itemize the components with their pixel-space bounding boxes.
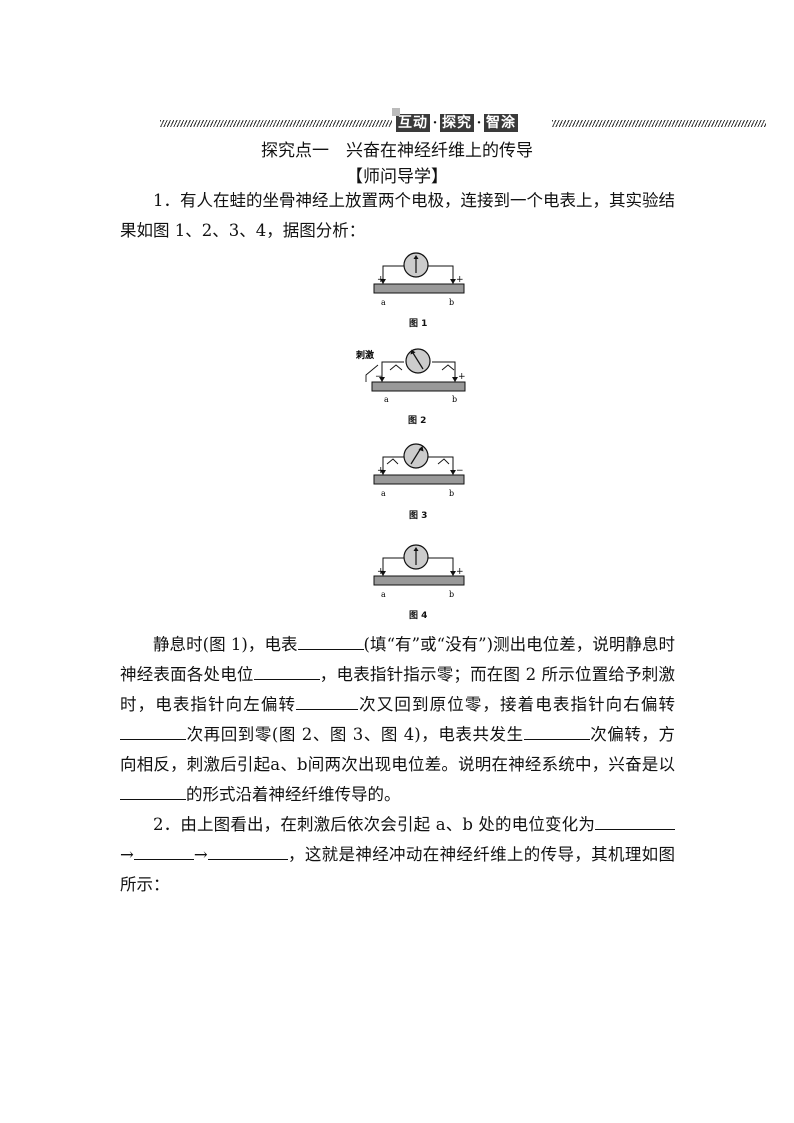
left-electrode-arrow	[380, 571, 386, 576]
needle-arrow	[410, 349, 416, 355]
banner-hatch-left	[160, 120, 392, 127]
figure-3-caption: 图 3	[409, 511, 428, 521]
right-wire	[428, 557, 454, 576]
question-1-number: 1	[153, 191, 164, 210]
left-sign: +	[377, 275, 385, 285]
label-b: b	[449, 590, 454, 599]
blank-4[interactable]	[120, 721, 186, 740]
label-b: b	[452, 395, 457, 404]
label-a: a	[381, 298, 386, 307]
left-sign: +	[377, 567, 385, 577]
banner-dot-2: ·	[476, 115, 482, 131]
left-sign: +	[377, 466, 385, 476]
banner-tag-1: 互动	[396, 114, 430, 132]
q2-s2: ，这就是神经冲动在神经纤维上的传导，其机理如图所示：	[120, 845, 675, 894]
blank-9[interactable]	[207, 841, 288, 860]
figure-2: 刺激 − + a b 图 2	[350, 343, 470, 426]
figure-4-diagram: + + a b	[373, 544, 465, 599]
needle-arrow	[413, 547, 419, 551]
figure-1-diagram: + + a b	[373, 252, 465, 307]
left-wire	[382, 557, 405, 576]
arrow-2: →	[193, 845, 208, 864]
needle-arrow	[418, 446, 424, 452]
blank-8[interactable]	[133, 841, 194, 860]
label-a: a	[384, 395, 389, 404]
right-sign: +	[458, 372, 466, 382]
figure-3-diagram: + − a b	[373, 443, 465, 498]
analysis-paragraph: 静息时(图 1)，电表(填“有”或“没有”)测出电位差，说明静息时神经表面各处电…	[120, 630, 675, 810]
right-electrode-arrow	[450, 571, 456, 576]
sub-title: 【师问导学】	[346, 167, 448, 187]
arrow-1: →	[120, 845, 134, 864]
left-electrode-arrow	[379, 377, 385, 382]
right-sign: −	[456, 466, 464, 476]
q2-s1: ．由上图看出，在刺激后依次会引起 a、b 处的电位变化为	[163, 815, 596, 834]
p1-s5: 次再回到零(图 2、图 3、图 4)，电表共发生	[186, 725, 524, 744]
p1-s1: 静息时(图 1)，电表	[153, 635, 298, 654]
current-arrow-left	[389, 364, 403, 371]
left-wire	[382, 265, 405, 284]
meter-needle	[412, 352, 424, 370]
needle-arrow	[413, 255, 419, 259]
p1-s2: (填“有”或“没有”)测出电位差，说明静息时神经表面各处电位	[120, 635, 675, 684]
left-sign: −	[375, 372, 383, 382]
banner-hatch-right	[552, 120, 766, 127]
figure-2-diagram: 刺激 − + a b	[355, 348, 466, 404]
nerve-fiber	[371, 381, 466, 392]
meter-needle	[410, 447, 422, 465]
right-sign: +	[456, 275, 464, 285]
right-wire	[432, 361, 456, 382]
nerve-fiber	[373, 474, 465, 485]
right-electrode-arrow	[450, 279, 456, 284]
left-electrode-arrow	[380, 279, 386, 284]
figure-1: + + a b 图 1	[360, 250, 470, 329]
figure-4: + + a b 图 4	[360, 540, 470, 621]
current-arrow-right	[441, 364, 455, 371]
nerve-fiber	[373, 283, 465, 294]
p1-s7: 的形式沿着神经纤维传导的。	[186, 785, 401, 804]
figure-1-caption: 图 1	[409, 319, 428, 329]
nerve-fiber	[373, 575, 465, 586]
right-electrode-arrow	[450, 470, 456, 475]
stimulus-line	[365, 364, 379, 382]
p1-s3: ，电表指针指示零；而在图 2 所示位置给予刺激时，电表指针向左偏转	[120, 665, 675, 714]
section-title: 探究点一 兴奋在神经纤维上的传导	[261, 141, 533, 161]
section-banner: 互动 · 探究 · 智涂	[160, 108, 766, 134]
blank-2[interactable]	[253, 661, 320, 680]
question-2-number: 2	[153, 815, 164, 834]
left-wire	[381, 361, 404, 382]
question-1: 1．有人在蛙的坐骨神经上放置两个电极，连接到一个电表上，其实验结果如图 1、2、…	[120, 186, 675, 246]
banner-corner-mark	[392, 108, 400, 116]
current-arrow-left	[386, 458, 399, 465]
right-wire	[428, 265, 454, 284]
blank-7[interactable]	[595, 811, 675, 830]
question-1-text: ．有人在蛙的坐骨神经上放置两个电极，连接到一个电表上，其实验结果如图 1、2、3…	[120, 191, 675, 240]
label-b: b	[449, 489, 454, 498]
banner-tag-3: 智涂	[484, 114, 518, 132]
label-b: b	[449, 298, 454, 307]
label-a: a	[381, 590, 386, 599]
blank-3[interactable]	[296, 691, 359, 710]
left-wire	[382, 456, 405, 475]
right-electrode-arrow	[452, 377, 458, 382]
right-sign: +	[456, 567, 464, 577]
left-electrode-arrow	[380, 470, 386, 475]
label-a: a	[381, 489, 386, 498]
p1-s6: 次偏转，方向相反，刺激后引起a、b间两次出现电位差。说明在神经系统中，兴奋是以	[120, 725, 675, 774]
blank-1[interactable]	[297, 631, 364, 650]
question-2: 2．由上图看出，在刺激后依次会引起 a、b 处的电位变化为 → →，这就是神经冲动在…	[120, 810, 675, 900]
figure-3: + − a b 图 3	[360, 440, 470, 521]
figure-2-caption: 图 2	[408, 416, 427, 426]
banner-dot-1: ·	[432, 115, 438, 131]
banner-tag-2: 探究	[440, 114, 474, 132]
current-arrow-right	[437, 458, 450, 465]
blank-5[interactable]	[523, 721, 590, 740]
right-wire	[428, 456, 454, 475]
figure-4-caption: 图 4	[409, 611, 428, 621]
blank-6[interactable]	[120, 781, 186, 800]
p1-s4: 次又回到原位零，接着电表指针向右偏转	[358, 695, 676, 714]
banner-tag: 互动 · 探究 · 智涂	[392, 108, 518, 132]
stimulus-label: 刺激	[355, 349, 374, 361]
